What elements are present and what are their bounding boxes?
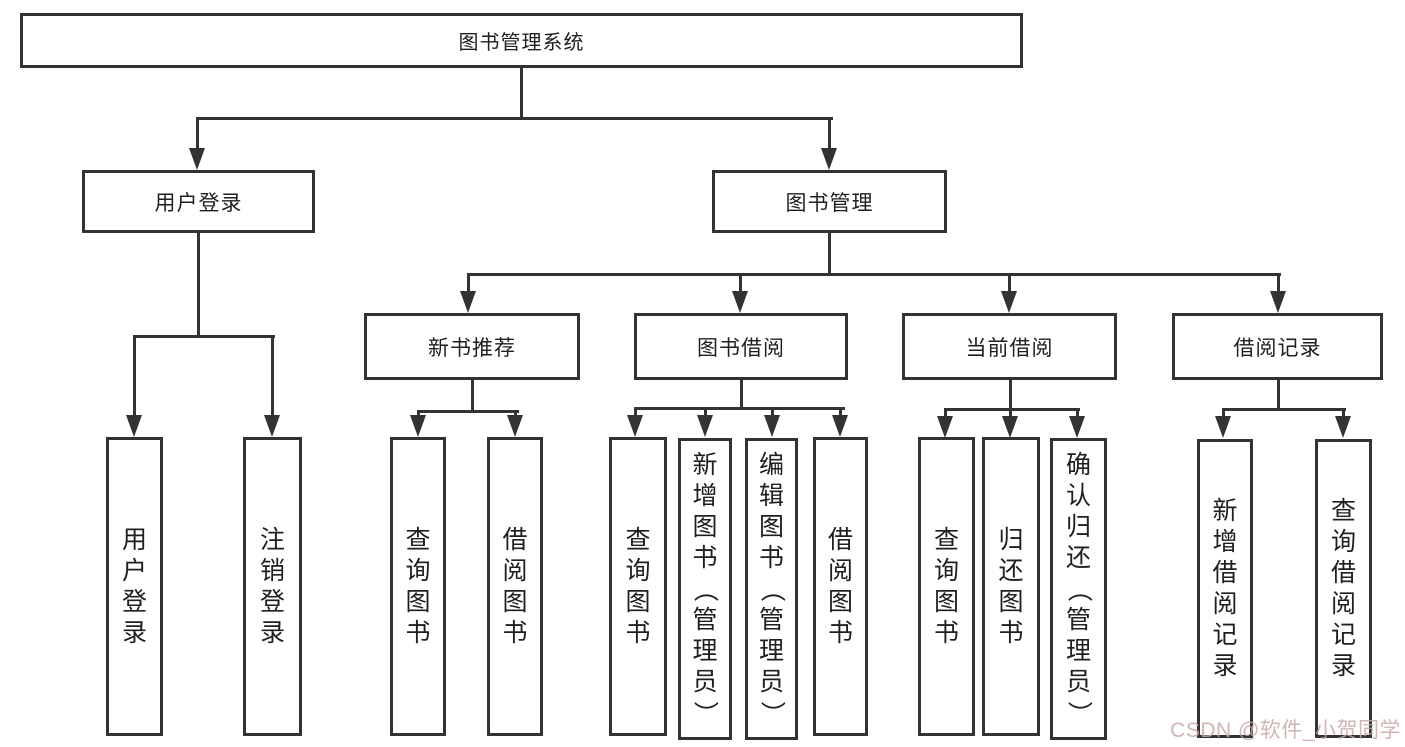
node-label: 查询图书 [933, 525, 959, 647]
node-book-management: 图书管理 [712, 170, 947, 233]
node-label: 新书推荐 [428, 336, 516, 360]
connector-line [1222, 408, 1346, 411]
node-book-borrowing: 图书借阅 [634, 313, 848, 380]
node-label: 图书管理 [785, 191, 874, 215]
node-edit-books-admin: 编辑图书（管理员） [745, 438, 798, 740]
node-label: 当前借阅 [965, 336, 1054, 360]
connector-line [944, 408, 1080, 411]
arrow-down-icon [832, 415, 848, 437]
arrow-down-icon [1335, 416, 1351, 438]
node-new-book-recommend: 新书推荐 [364, 313, 580, 380]
arrow-down-icon [697, 415, 713, 437]
node-label: 借阅图书 [502, 525, 528, 647]
node-label: 查询图书 [405, 525, 431, 647]
connector-line [417, 410, 519, 413]
node-confirm-return-admin: 确认归还（管理员） [1050, 438, 1107, 740]
node-add-borrow-record: 新增借阅记录 [1197, 439, 1253, 738]
arrow-down-icon [1001, 291, 1017, 313]
connector-line [1222, 408, 1225, 418]
arrow-down-icon [821, 148, 837, 170]
node-query-books-2: 查询图书 [609, 437, 667, 736]
connector-line [196, 117, 199, 152]
node-label: 新增借阅记录 [1212, 496, 1238, 680]
connector-line [197, 233, 200, 337]
node-label: 借阅图书 [827, 525, 853, 647]
arrow-down-icon [732, 291, 748, 313]
connector-line [739, 273, 742, 295]
connector-line [467, 273, 470, 295]
node-add-books-admin: 新增图书（管理员） [678, 438, 732, 740]
node-label: 用户登录 [121, 525, 147, 647]
arrow-down-icon [410, 415, 426, 437]
node-label: 新增图书（管理员） [691, 450, 720, 726]
node-user-login-leaf: 用户登录 [106, 437, 163, 736]
arrow-down-icon [1215, 416, 1231, 438]
arrow-down-icon [1002, 416, 1018, 438]
node-label: 用户登录 [154, 191, 243, 215]
connector-line [271, 335, 274, 417]
arrow-down-icon [764, 415, 780, 437]
connector-line [740, 380, 743, 409]
arrow-down-icon [1069, 416, 1085, 438]
node-return-books: 归还图书 [982, 437, 1040, 736]
connector-line [1009, 408, 1012, 418]
connector-line [1009, 380, 1012, 410]
node-label: 注销登录 [259, 525, 285, 647]
connector-line [133, 335, 136, 417]
csdn-watermark: CSDN @软件_小贺同学 [1170, 719, 1401, 742]
connector-line [514, 410, 517, 419]
connector-line [1076, 408, 1079, 418]
arrow-down-icon [627, 415, 643, 437]
arrow-down-icon [460, 291, 476, 313]
connector-line [634, 407, 845, 410]
node-borrow-books-1: 借阅图书 [487, 437, 543, 736]
arrow-down-icon [126, 415, 142, 437]
connector-line [471, 380, 474, 412]
connector-line [520, 68, 523, 120]
connector-line [634, 407, 637, 417]
connector-line [1277, 380, 1280, 410]
node-borrow-records: 借阅记录 [1172, 313, 1383, 380]
node-logout: 注销登录 [243, 437, 302, 736]
node-label: 编辑图书（管理员） [757, 450, 786, 726]
node-label: 查询借阅记录 [1330, 496, 1356, 680]
node-label: 归还图书 [998, 525, 1024, 647]
connector-line [467, 273, 1281, 276]
node-user-login: 用户登录 [82, 170, 315, 233]
node-query-borrow-record: 查询借阅记录 [1315, 439, 1372, 738]
node-library-management-system: 图书管理系统 [20, 13, 1023, 68]
arrow-down-icon [1270, 291, 1286, 313]
connector-line [839, 407, 842, 417]
arrow-down-icon [264, 415, 280, 437]
node-label: 图书借阅 [697, 336, 785, 360]
node-current-borrowing: 当前借阅 [902, 313, 1117, 380]
arrow-down-icon [937, 416, 953, 438]
arrow-down-icon [189, 148, 205, 170]
node-label: 确认归还（管理员） [1064, 450, 1093, 726]
connector-line [944, 408, 947, 418]
node-query-books-3: 查询图书 [918, 437, 975, 736]
connector-line [1008, 273, 1011, 295]
connector-line [828, 233, 831, 275]
connector-line [771, 407, 774, 417]
connector-line [704, 407, 707, 417]
connector-line [133, 335, 275, 338]
node-label: 查询图书 [625, 525, 651, 647]
connector-line [417, 410, 420, 419]
arrow-down-icon [507, 415, 523, 437]
connector-line [828, 117, 831, 152]
node-query-books-1: 查询图书 [390, 437, 446, 736]
node-borrow-books-2: 借阅图书 [813, 437, 868, 736]
connector-line [196, 117, 833, 120]
connector-line [1342, 408, 1345, 418]
node-label: 借阅记录 [1233, 336, 1322, 360]
connector-line [1277, 273, 1280, 295]
node-label: 图书管理系统 [458, 32, 585, 54]
